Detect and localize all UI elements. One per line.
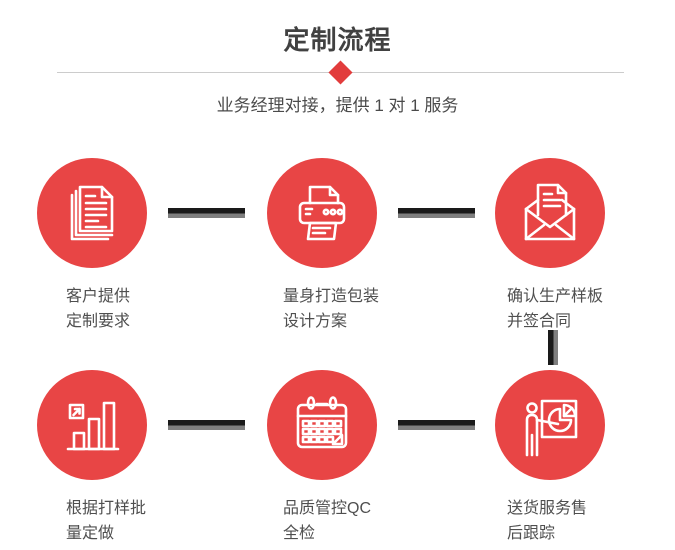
step-circle-5 — [267, 370, 377, 480]
calendar-icon — [296, 396, 348, 449]
step-label-5: 品质管控QC 全检 — [283, 496, 371, 546]
step-label-line: 根据打样批 — [66, 500, 147, 517]
connector-step3-step6 — [548, 330, 558, 365]
step-label-line: 定制要求 — [66, 313, 131, 330]
diamond-icon — [328, 60, 353, 85]
step-label-line: 客户提供 — [66, 288, 131, 305]
step-label-line: 量定做 — [66, 525, 115, 542]
step-label-3: 确认生产样板 并签合同 — [507, 284, 603, 334]
documents-icon — [70, 185, 114, 241]
bar-chart-icon — [66, 401, 120, 451]
envelope-icon — [524, 183, 576, 241]
step-label-1: 客户提供 定制要求 — [66, 284, 130, 334]
step-label-4: 根据打样批 量定做 — [66, 496, 146, 546]
step-label-line: 品质管控QC — [283, 500, 372, 517]
page-title: 定制流程 — [283, 25, 392, 55]
step-label-line: 全检 — [283, 525, 316, 542]
connector-step4-step5 — [168, 420, 245, 430]
subtitle: 业务经理对接，提供 1 对 1 服务 — [216, 96, 459, 115]
step-label-6: 送货服务售 后跟踪 — [507, 496, 587, 546]
step-label-2: 量身打造包装 设计方案 — [283, 284, 379, 334]
step-label-line: 量身打造包装 — [283, 288, 380, 305]
connector-step2-step3 — [398, 208, 475, 218]
step-circle-1 — [37, 158, 147, 268]
connector-step5-step6 — [398, 420, 475, 430]
step-circle-3 — [495, 158, 605, 268]
step-circle-4 — [37, 370, 147, 480]
step-label-line: 设计方案 — [283, 313, 348, 330]
presentation-icon — [525, 399, 578, 457]
step-circle-6 — [495, 370, 605, 480]
step-label-line: 后跟踪 — [507, 525, 556, 542]
step-label-line: 并签合同 — [507, 313, 572, 330]
step-label-line: 确认生产样板 — [507, 288, 604, 305]
printer-icon — [298, 185, 346, 241]
step-label-line: 送货服务售 — [507, 500, 588, 517]
connector-step1-step2 — [168, 208, 245, 218]
step-circle-2 — [267, 158, 377, 268]
